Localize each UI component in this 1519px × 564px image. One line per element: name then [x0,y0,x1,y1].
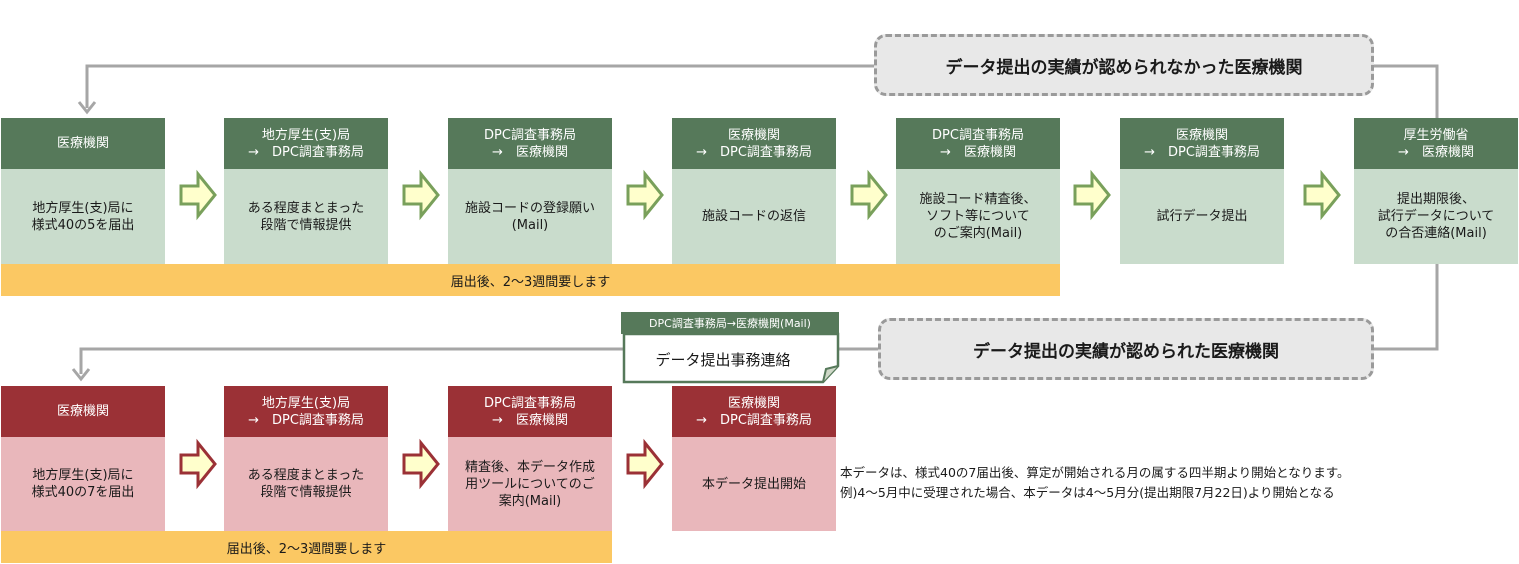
row1-step-3-body: 施設コードの登録願い (Mail) [448,169,612,264]
row2-step-2-body: ある程度まとまった 段階で情報提供 [224,437,388,531]
row1-step-4-body: 施設コードの返信 [672,169,836,264]
row1-step-4-to: → DPC調査事務局 [696,144,812,160]
row2-step-4-header: 医療機関 → DPC調査事務局 [672,386,836,437]
row1-arrow-5 [1073,169,1111,221]
row1-step-5-body: 施設コード精査後、 ソフト等について のご案内(Mail) [896,169,1060,264]
row2-duration-bar: 届出後、2～3週間要します [1,531,612,563]
loop-connector-not-recognized [85,64,1439,118]
row1-step-7-body: 提出期限後、 試行データについて の合否連絡(Mail) [1354,169,1518,264]
row1-step-1-header: 医療機関 [1,118,165,169]
row1-step-2-to: → DPC調査事務局 [248,144,364,160]
row2-step-1-header: 医療機関 [1,386,165,437]
row2-arrow-3 [626,438,664,490]
row2-step-2-header: 地方厚生(支)局 → DPC調査事務局 [224,386,388,437]
row1-arrow-1 [179,169,217,221]
row2-step-3-header: DPC調査事務局 → 医療機関 [448,386,612,437]
row1-arrow-2 [402,169,440,221]
note-shape [622,332,840,384]
row1-arrow-3 [626,169,664,221]
row1-step-2-from: 地方厚生(支)局 [261,127,351,143]
row2-step-2-to: → DPC調査事務局 [248,412,364,428]
row1-duration-bar: 届出後、2～3週間要します [1,264,1060,296]
row1-step-6-body: 試行データ提出 [1120,169,1284,264]
row1-step-6-from: 医療機関 [1175,127,1228,143]
row2-step-4-body: 本データ提出開始 [672,437,836,531]
row1-step-7-header: 厚生労働省 → 医療機関 [1354,118,1518,169]
row2-step-1-from: 医療機関 [56,404,109,419]
row2-step-4-from: 医療機関 [727,395,780,411]
row2-step-4-to: → DPC調査事務局 [696,412,812,428]
callout-not-recognized: データ提出の実績が認められなかった医療機関 [874,34,1374,96]
row1-step-3-from: DPC調査事務局 [484,127,576,143]
row2-step-3-to: → 医療機関 [492,412,568,428]
row1-step-6-header: 医療機関 → DPC調査事務局 [1120,118,1284,169]
row1-arrow-6 [1303,169,1341,221]
row1-step-3-header: DPC調査事務局 → 医療機関 [448,118,612,169]
row2-step-1-body: 地方厚生(支)局に 様式40の7を届出 [1,437,165,531]
row2-remark-line-2: 例)4～5月中に受理された場合、本データは4～5月分(提出期限7月22日)より開… [840,485,1335,500]
row2-step-3-from: DPC調査事務局 [484,395,576,411]
row2-step-2-from: 地方厚生(支)局 [261,395,351,411]
row1-step-5-to: → 医療機関 [940,144,1016,160]
row1-step-4-header: 医療機関 → DPC調査事務局 [672,118,836,169]
row2-arrow-2 [402,438,440,490]
row1-step-6-to: → DPC調査事務局 [1144,144,1260,160]
row1-step-2-header: 地方厚生(支)局 → DPC調査事務局 [224,118,388,169]
row1-step-5-from: DPC調査事務局 [932,127,1024,143]
row1-step-3-to: → 医療機関 [492,144,568,160]
row1-step-7-from: 厚生労働省 [1403,127,1469,143]
row1-step-2-body: ある程度まとまった 段階で情報提供 [224,169,388,264]
row2-step-3-body: 精査後、本データ作成 用ツールについてのご 案内(Mail) [448,437,612,531]
row1-step-7-to: → 医療機関 [1398,144,1474,160]
row2-arrow-1 [179,438,217,490]
row1-step-1-from: 医療機関 [56,136,109,151]
row2-remark-line-1: 本データは、様式40の7届出後、算定が開始される月の属する四半期より開始となりま… [840,465,1350,480]
row1-arrow-4 [850,169,888,221]
row1-step-5-header: DPC調査事務局 → 医療機関 [896,118,1060,169]
note-tag: DPC調査事務局→医療機関(Mail) [621,312,839,334]
row1-step-4-from: 医療機関 [727,127,780,143]
note-text: データ提出事務連絡 [655,350,791,369]
callout-recognized: データ提出の実績が認められた医療機関 [878,318,1374,380]
row1-step-1-body: 地方厚生(支)局に 様式40の5を届出 [1,169,165,264]
